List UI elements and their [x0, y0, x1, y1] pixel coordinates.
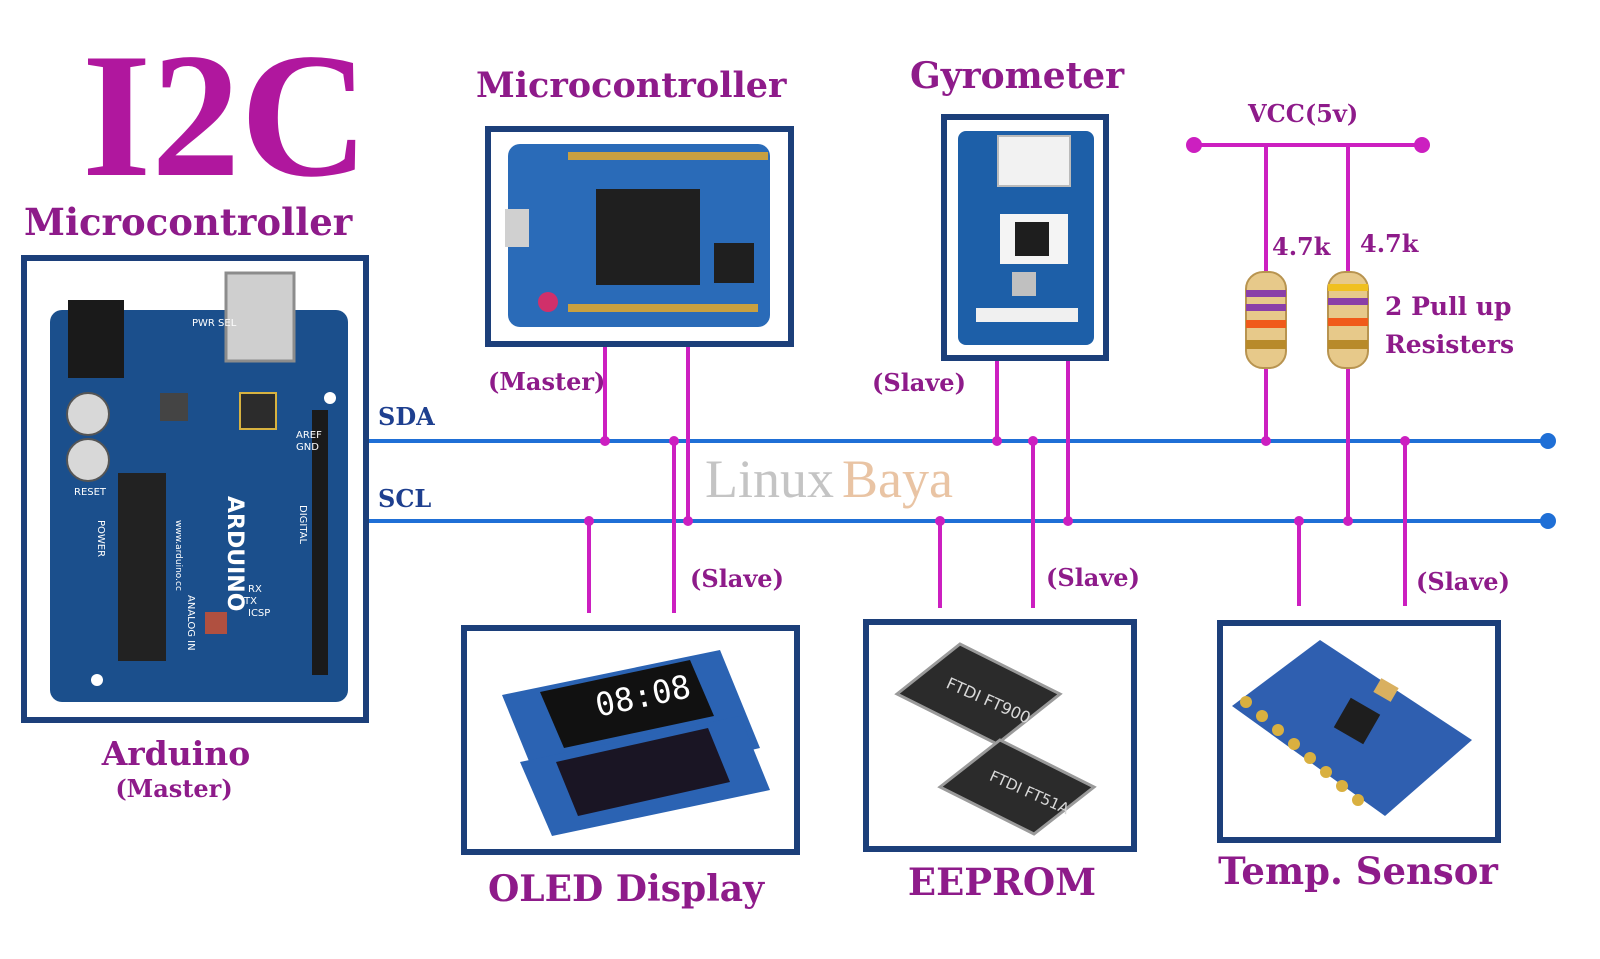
temp-sensor-image	[1232, 640, 1472, 816]
arduino-board-image: PWR SEL AREF GND RESET RX TX ICSP ARDUIN…	[50, 271, 348, 702]
pull-up-note-line2: Resisters	[1385, 330, 1514, 359]
diagram-title: I2C	[82, 16, 369, 214]
temp-sensor-name: Temp. Sensor	[1218, 849, 1498, 893]
svg-text:RX: RX	[248, 584, 262, 595]
svg-text:ICSP: ICSP	[248, 608, 270, 619]
oled-display-image: 08:08	[502, 650, 770, 836]
sda-label: SDA	[378, 402, 435, 431]
svg-text:ARDUINO: ARDUINO	[222, 496, 247, 611]
arduino-heading: Microcontroller	[24, 200, 353, 244]
gyro-board-image	[958, 131, 1094, 345]
oled-role: (Slave)	[690, 564, 784, 593]
svg-text:DIGITAL: DIGITAL	[297, 505, 308, 545]
mcu-board-image	[505, 144, 770, 327]
svg-text:TX: TX	[243, 596, 257, 607]
temp-sensor-role: (Slave)	[1416, 567, 1510, 596]
mcu-heading: Microcontroller	[476, 65, 787, 106]
svg-text:AREF: AREF	[296, 430, 322, 441]
svg-text:PWR SEL: PWR SEL	[192, 318, 237, 329]
eeprom-role: (Slave)	[1046, 563, 1140, 592]
eeprom-chips-image: FTDI FT900 FTDI FT51A	[894, 642, 1097, 836]
resistor-2-value: 4.7k	[1360, 229, 1420, 258]
connection-wires	[584, 338, 1410, 613]
gyro-heading: Gyrometer	[910, 55, 1125, 97]
oled-name: OLED Display	[488, 868, 765, 910]
resistor-1-value: 4.7k	[1272, 232, 1332, 261]
scl-bus-end	[1540, 513, 1556, 529]
svg-text:GND: GND	[296, 442, 319, 453]
mcu-role: (Master)	[488, 367, 605, 396]
svg-text:POWER: POWER	[95, 520, 106, 557]
eeprom-name: EEPROM	[908, 860, 1096, 904]
svg-text:RESET: RESET	[74, 487, 107, 498]
svg-text:www.arduino.cc: www.arduino.cc	[173, 520, 183, 591]
vcc-label: VCC(5v)	[1247, 99, 1358, 128]
gyro-role: (Slave)	[872, 368, 966, 397]
sda-bus-end	[1540, 433, 1556, 449]
svg-text:ANALOG IN: ANALOG IN	[185, 595, 196, 651]
scl-label: SCL	[378, 484, 431, 513]
resistor-2	[1327, 271, 1369, 369]
arduino-role: (Master)	[115, 774, 232, 803]
arduino-name: Arduino	[101, 734, 251, 773]
resistor-1	[1245, 271, 1287, 369]
pull-up-network: VCC(5v) 4.7k 4.7k 2 Pull up Resisters	[1186, 99, 1514, 526]
pull-up-note-line1: 2 Pull up	[1385, 292, 1511, 321]
